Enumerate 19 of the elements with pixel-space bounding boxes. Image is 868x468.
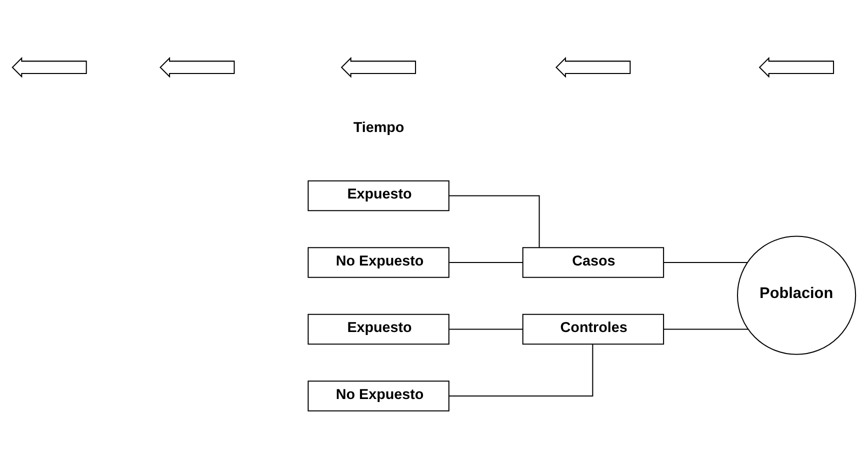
node-arrow: [340, 56, 416, 78]
label: Tiempo: [353, 119, 404, 136]
connector: [449, 194, 540, 247]
node-arrow: [12, 56, 87, 78]
connector: [664, 261, 748, 262]
node-arrow: [758, 56, 834, 78]
node-circle: Poblacion: [736, 235, 856, 354]
node-box: Expuesto: [308, 313, 450, 344]
node-arrow: [556, 56, 631, 78]
node-box: Expuesto: [308, 180, 450, 211]
node-box: No Expuesto: [308, 380, 450, 411]
node-box: Controles: [522, 313, 664, 344]
connector: [449, 261, 523, 262]
connector: [664, 328, 748, 330]
connector: [448, 344, 594, 396]
node-arrow: [160, 56, 235, 78]
node-box: No Expuesto: [308, 246, 450, 278]
node-box: Casos: [522, 246, 664, 278]
connector: [449, 328, 523, 330]
